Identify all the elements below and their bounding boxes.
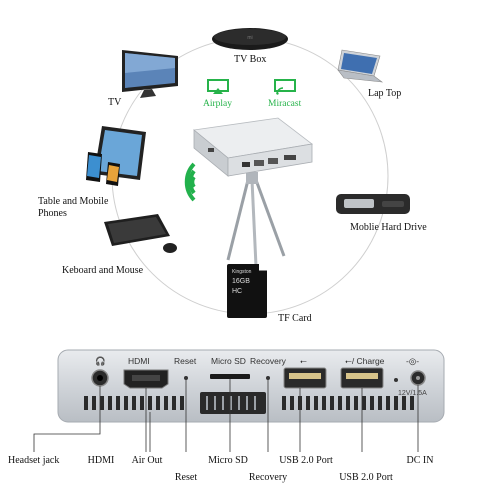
callout-headset: Headset jack: [8, 455, 60, 466]
tf-card-icon: Kingston 16GB HC: [227, 264, 267, 318]
hdd-label: Moblie Hard Drive: [350, 222, 427, 233]
usb-symbol-icon: ⭠: [300, 356, 307, 366]
keyboard-label: Keboard and Mouse: [62, 265, 144, 276]
callout-hdmi: HDMI: [87, 455, 115, 466]
airplay-icon: [207, 79, 229, 94]
back-panel: [33, 349, 445, 452]
panel-recovery-label: Recovery: [250, 356, 286, 366]
sd-hc: HC: [232, 288, 243, 295]
miracast-label: Miracast: [268, 99, 302, 109]
airplay-label: Airplay: [203, 99, 233, 109]
tv-box-icon: mi: [212, 28, 288, 50]
dc-symbol-icon: -◎-: [406, 356, 420, 366]
callout-airout: Air Out: [131, 455, 163, 466]
tv-icon: [122, 50, 178, 98]
panel-microsd-label: Micro SD: [211, 356, 246, 366]
callout-microsd: Micro SD: [208, 455, 248, 466]
miracast-icon: [274, 79, 296, 95]
callout-usb1: USB 2.0 Port: [279, 455, 333, 466]
tf-card-label: TF Card: [278, 313, 312, 324]
laptop-label: Lap Top: [368, 88, 402, 99]
tablet-label-2: Phones: [38, 208, 67, 219]
sd-size: 16GB: [232, 278, 250, 285]
headphone-icon: 🎧: [95, 356, 106, 366]
callout-dcin: DC IN: [406, 455, 434, 466]
callout-usb2: USB 2.0 Port: [339, 472, 393, 483]
panel-reset-label: Reset: [174, 356, 197, 366]
charge-text: / Charge: [351, 356, 385, 366]
hard-drive-icon: [336, 194, 410, 214]
callout-reset: Reset: [174, 472, 198, 483]
mini-projector-image: [193, 117, 313, 267]
usb-charge-label: ⭠/ Charge: [345, 356, 384, 367]
wifi-icon: [184, 162, 196, 202]
tv-box-label: TV Box: [234, 54, 267, 65]
keyboard-mouse-icon: [104, 214, 177, 253]
tablet-label-1: Table and Mobile: [38, 196, 109, 207]
laptop-icon: [337, 49, 384, 83]
panel-power-label: 12V/1.5A: [398, 390, 427, 397]
svg-text:mi: mi: [247, 35, 252, 41]
sd-brand: Kingston: [232, 269, 252, 275]
panel-hdmi-label: HDMI: [128, 356, 150, 366]
tablet-phones-icon: [86, 126, 146, 186]
tv-label: TV: [108, 97, 122, 108]
usb-symbol-icon: ⭠: [345, 356, 352, 366]
callout-recovery: Recovery: [248, 472, 288, 483]
